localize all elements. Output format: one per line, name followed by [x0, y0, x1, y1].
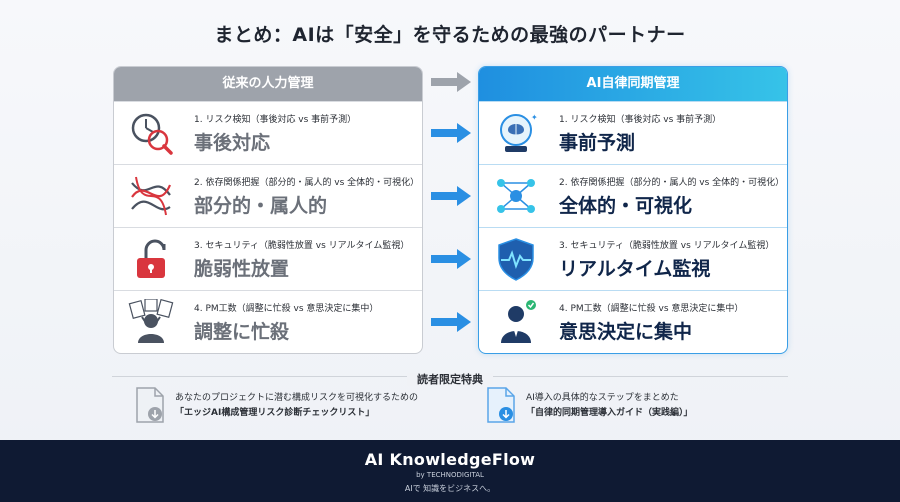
manual-row-sub: 4. PM工数（調整に忙殺 vs 意思決定に集中）	[194, 304, 379, 314]
ai-row-main: リアルタイム監視	[559, 258, 711, 280]
bonus-guide[interactable]: AI導入の具体的なステップをまとめた 「自律的同期管理導入ガイド（実践編）」	[486, 386, 786, 430]
header-arrow-icon	[431, 72, 471, 92]
ai-panel-header: AI自律同期管理	[479, 67, 787, 101]
footer: AI KnowledgeFlow by TECHNODIGITAL AIで 知識…	[0, 440, 900, 502]
brain-crystal-ball-icon: ✦	[500, 113, 538, 152]
bonus-checklist[interactable]: あなたのプロジェクトに潜む構成リスクを可視化するための 「エッジAI構成管理リス…	[135, 386, 475, 430]
manual-row-dependency: 2. 依存関係把握（部分的・属人的 vs 全体的・可視化） 部分的・属人的	[114, 164, 422, 226]
ai-row-sub: 2. 依存関係把握（部分的・属人的 vs 全体的・可視化）	[559, 178, 785, 188]
brand-logo: AI KnowledgeFlow	[364, 450, 536, 469]
ai-row-security: 3. セキュリティ（脆弱性放置 vs リアルタイム監視） リアルタイム監視	[479, 227, 787, 289]
ai-row-dependency: 2. 依存関係把握（部分的・属人的 vs 全体的・可視化） 全体的・可視化	[479, 164, 787, 226]
manual-row-security: 3. セキュリティ（脆弱性放置 vs リアルタイム監視） 脆弱性放置	[114, 227, 422, 289]
row-arrow-icon	[431, 312, 471, 332]
svg-text:✦: ✦	[531, 113, 538, 122]
open-padlock-icon	[137, 239, 166, 278]
network-graph-icon	[497, 179, 535, 213]
confident-person-icon	[501, 300, 536, 343]
manual-panel-header: 従来の人力管理	[114, 67, 422, 101]
ai-row-main: 全体的・可視化	[559, 195, 693, 217]
page-title: まとめ：AIは「安全」を守るための最強のパートナー	[214, 24, 686, 46]
shield-pulse-icon	[498, 238, 534, 281]
document-download-icon	[487, 387, 515, 423]
manual-row-pm-effort: 4. PM工数（調整に忙殺 vs 意思決定に集中） 調整に忙殺	[114, 290, 422, 352]
ai-row-main: 意思決定に集中	[559, 321, 693, 343]
tangled-lines-icon	[131, 176, 172, 216]
brand-tagline: AIで 知識をビジネスへ。	[404, 484, 496, 493]
ai-row-sub: 4. PM工数（調整に忙殺 vs 意思決定に集中）	[559, 304, 744, 314]
ai-row-sub: 1. リスク検知（事後対応 vs 事前予測）	[559, 115, 722, 125]
row-arrow-icon	[431, 123, 471, 143]
ai-row-pm-effort: 4. PM工数（調整に忙殺 vs 意思決定に集中） 意思決定に集中	[479, 290, 787, 352]
ai-row-risk: ✦ 1. リスク検知（事後対応 vs 事前予測） 事前予測	[479, 101, 787, 163]
manual-management-panel: 従来の人力管理 1. リスク検知（事後対応 vs 事前予測） 事後対応 2. 依…	[113, 66, 423, 354]
document-download-icon	[136, 387, 164, 423]
ai-row-main: 事前予測	[559, 132, 636, 154]
bonus-heading: 読者限定特典	[0, 368, 900, 387]
manual-row-sub: 2. 依存関係把握（部分的・属人的 vs 全体的・可視化）	[194, 178, 420, 188]
manual-row-main: 事後対応	[194, 132, 271, 154]
manual-row-main: 部分的・属人的	[194, 195, 328, 217]
brand-byline: by TECHNODIGITAL	[416, 471, 484, 479]
row-arrow-icon	[431, 249, 471, 269]
ai-row-sub: 3. セキュリティ（脆弱性放置 vs リアルタイム監視）	[559, 241, 775, 251]
manual-row-main: 調整に忙殺	[194, 321, 290, 343]
manual-row-risk: 1. リスク検知（事後対応 vs 事前予測） 事後対応	[114, 101, 422, 163]
bonus-checklist-desc: あなたのプロジェクトに潜む構成リスクを可視化するための	[175, 393, 419, 403]
ai-sync-management-panel: AI自律同期管理 ✦ 1. リスク検知（事後対応 vs 事前予測） 事前予測	[478, 66, 788, 354]
clock-magnifier-icon	[131, 113, 173, 155]
manual-row-sub: 3. セキュリティ（脆弱性放置 vs リアルタイム監視）	[194, 241, 410, 251]
stressed-person-icon	[128, 299, 174, 343]
bonus-guide-title: 「自律的同期管理導入ガイド（実践編）」	[526, 408, 693, 418]
bonus-guide-desc: AI導入の具体的なステップをまとめた	[526, 393, 679, 403]
row-arrow-icon	[431, 186, 471, 206]
bonus-checklist-title: 「エッジAI構成管理リスク診断チェックリスト」	[175, 408, 375, 418]
manual-row-main: 脆弱性放置	[194, 258, 290, 280]
manual-row-sub: 1. リスク検知（事後対応 vs 事前予測）	[194, 115, 357, 125]
bonus-heading-text: 読者限定特典	[407, 373, 493, 386]
